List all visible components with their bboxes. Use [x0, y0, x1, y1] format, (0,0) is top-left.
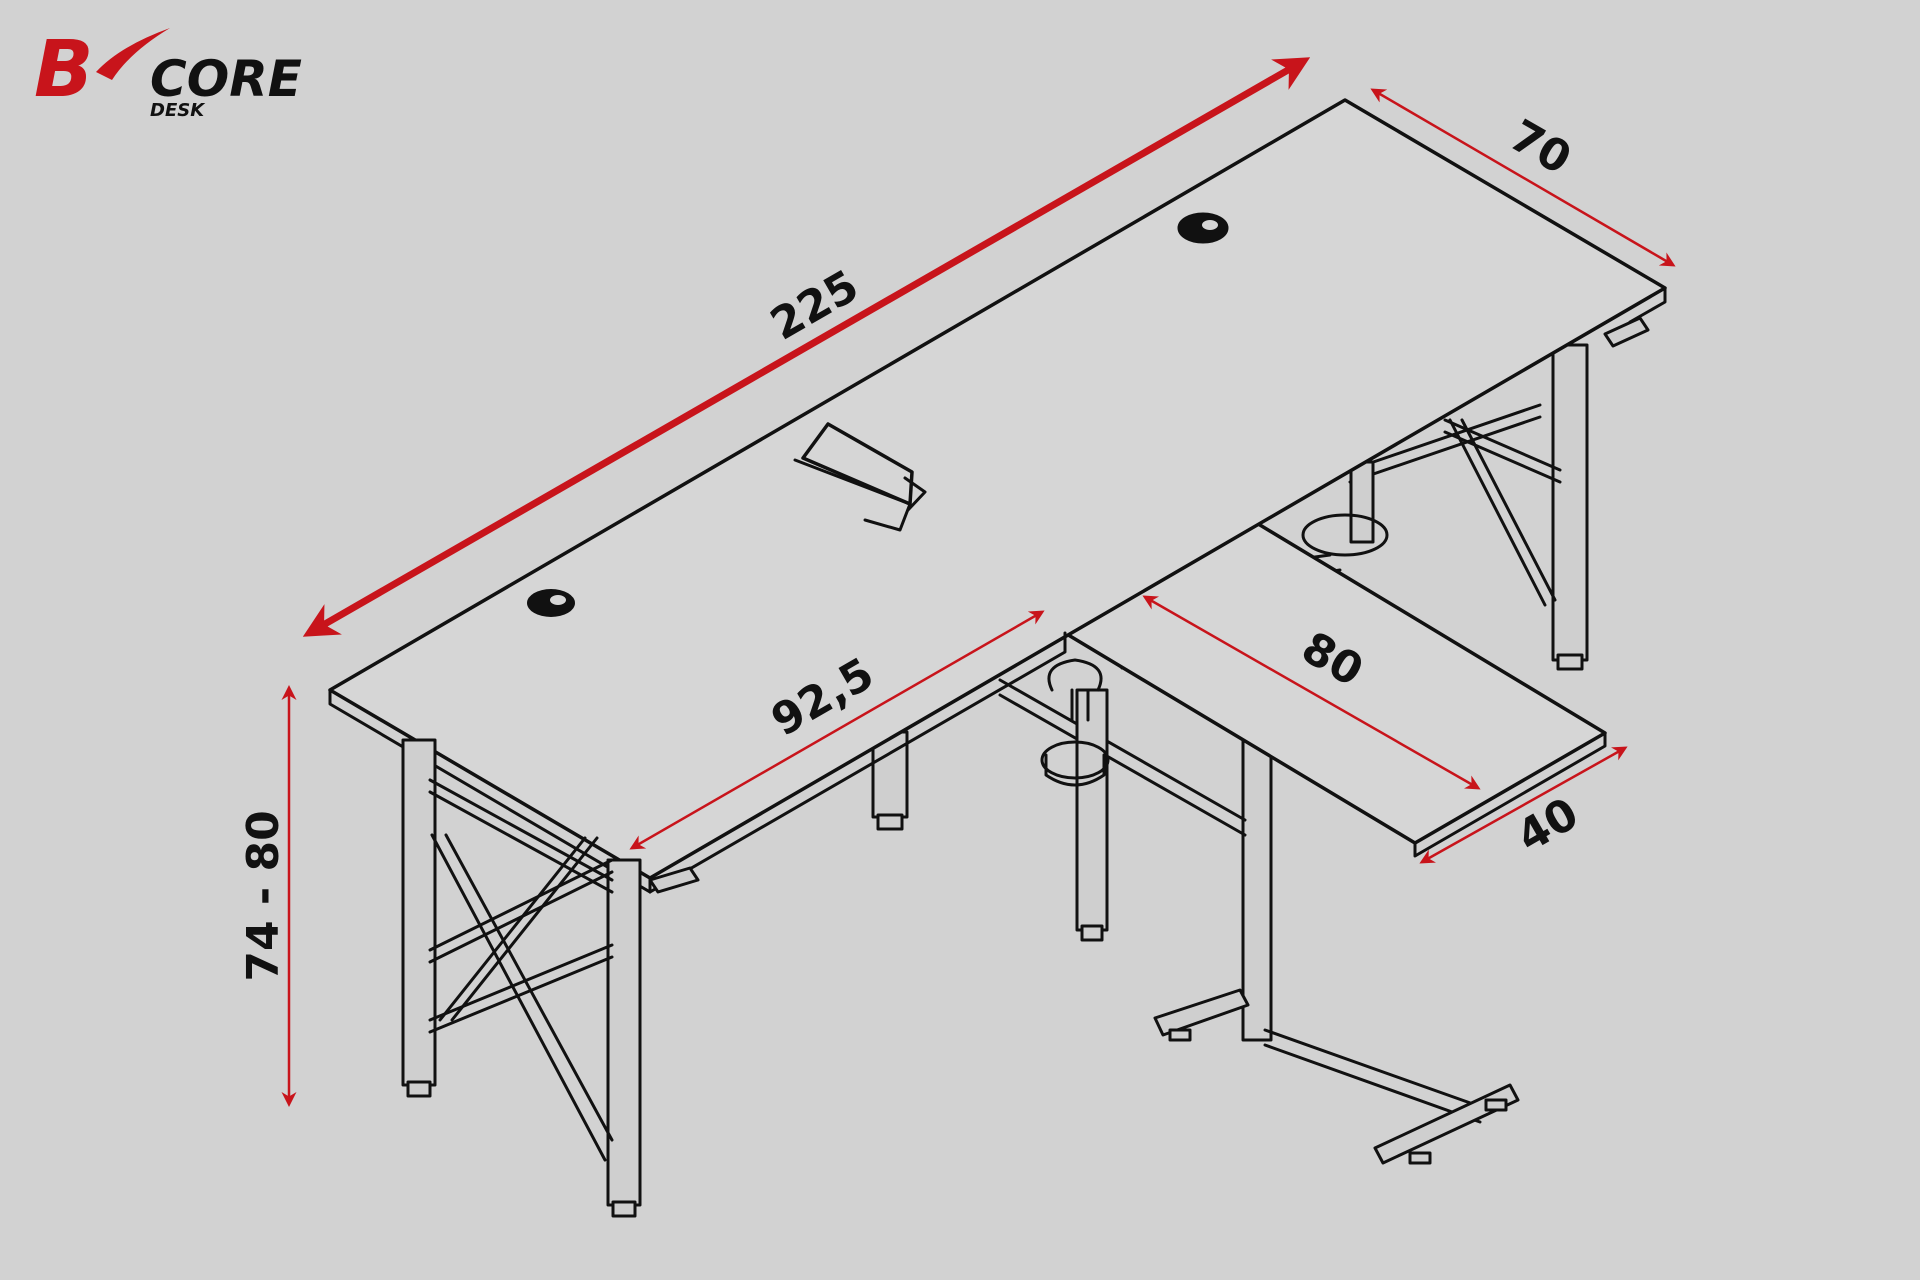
- desk-right-clamp: [1603, 316, 1650, 348]
- grommet-left-slot: [550, 595, 566, 605]
- front-right-leg: [606, 858, 642, 1207]
- headphone-hook-icon: [1047, 658, 1103, 692]
- logo-subword: DESK: [150, 100, 206, 121]
- rear-right-leg: [1551, 343, 1589, 662]
- depth-dimension-line: [1370, 88, 1676, 267]
- rear-rail: [1348, 403, 1542, 484]
- front-left-foot: [406, 1080, 432, 1098]
- length-dimension-line: [302, 57, 1311, 637]
- foot-glide: [1408, 1151, 1432, 1165]
- foot-glide: [1484, 1098, 1508, 1112]
- front-cross-brace-2: [438, 836, 599, 1022]
- front-frame: [401, 738, 642, 1218]
- foot-glide: [1168, 1028, 1192, 1042]
- rear-support-post: [1349, 460, 1375, 544]
- rear-rail-upper: [1443, 418, 1562, 484]
- logo-letter: B: [34, 25, 93, 115]
- front-rail-low: [428, 943, 614, 1034]
- rear-left-foot: [876, 813, 904, 831]
- foot-right-cap: [1373, 1083, 1520, 1165]
- desk-right-edge: [1628, 286, 1667, 324]
- foot-left-cap: [1153, 988, 1250, 1037]
- grommet-right-slot: [1202, 220, 1218, 230]
- depth-label: 70: [1501, 110, 1580, 185]
- front-clamp: [648, 866, 700, 894]
- brand-logo: B CORE DESK: [34, 25, 302, 121]
- front-span-dimension-line: [629, 610, 1045, 850]
- length-label: 225: [762, 260, 867, 350]
- hook-stem: [1070, 688, 1090, 722]
- return-leg: [1241, 738, 1273, 1042]
- dimension-lines: [281, 57, 1676, 1107]
- height-label: 74 - 80: [238, 810, 289, 981]
- front-right-foot: [611, 1200, 637, 1218]
- cup-holder-body: [1044, 753, 1106, 787]
- rear-right-foot: [1556, 653, 1584, 671]
- front-cross-brace: [430, 833, 614, 1162]
- corner-leg: [1075, 688, 1109, 932]
- return-frame: [998, 678, 1520, 1165]
- desk-front-edge: [328, 688, 652, 894]
- grommet-left-icon: [527, 589, 575, 617]
- grommet-right-fill: [1179, 214, 1227, 242]
- corner-foot: [1080, 924, 1104, 942]
- return-depth-label: 40: [1508, 788, 1587, 863]
- return-depth-dimension-line: [1419, 746, 1628, 864]
- foot-beam: [1263, 1028, 1492, 1124]
- logo-swoosh-icon: [96, 28, 170, 80]
- rear-brace: [1448, 418, 1557, 607]
- logo-word: CORE: [150, 50, 302, 108]
